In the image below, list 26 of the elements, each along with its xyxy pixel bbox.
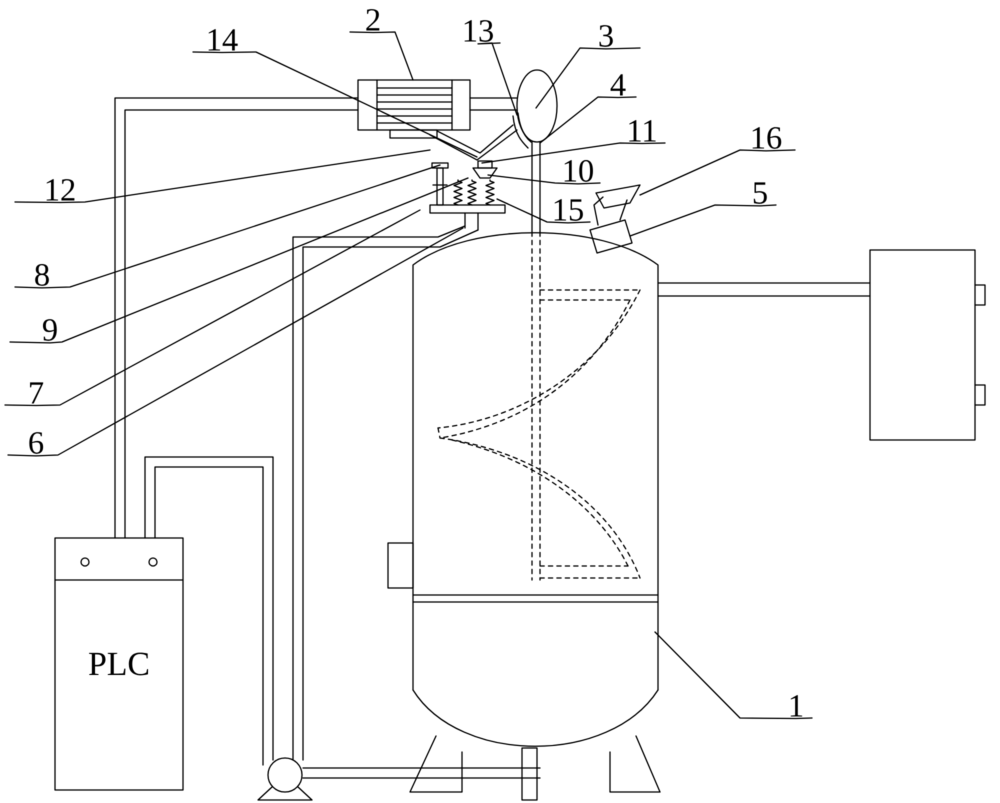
callout-number: 13 [464, 20, 493, 42]
leader-line [477, 42, 518, 116]
callout-number: 14 [208, 29, 238, 51]
leader-line [481, 142, 666, 164]
leader-line [9, 177, 469, 344]
leader-line [535, 47, 641, 109]
callout-number: 3 [599, 25, 613, 47]
callout-number: 7 [30, 382, 44, 404]
leader-line [487, 174, 601, 184]
leader-line [192, 51, 478, 158]
leader-line [629, 204, 777, 237]
leader-line [654, 631, 813, 720]
callout-number: 9 [42, 319, 57, 341]
leader-line [639, 149, 796, 196]
leader-line [7, 227, 464, 456]
callout-number: 6 [29, 432, 44, 454]
control-box: PLC [54, 537, 184, 791]
leader-line [496, 198, 591, 224]
leader-line [14, 149, 431, 204]
leader-line [4, 209, 421, 406]
leader-line [349, 31, 414, 81]
callout-number: 8 [35, 264, 49, 286]
callout-number: 12 [46, 179, 74, 201]
callout-number: 2 [366, 9, 380, 31]
leader-line [539, 96, 637, 144]
leader-line [14, 164, 441, 288]
